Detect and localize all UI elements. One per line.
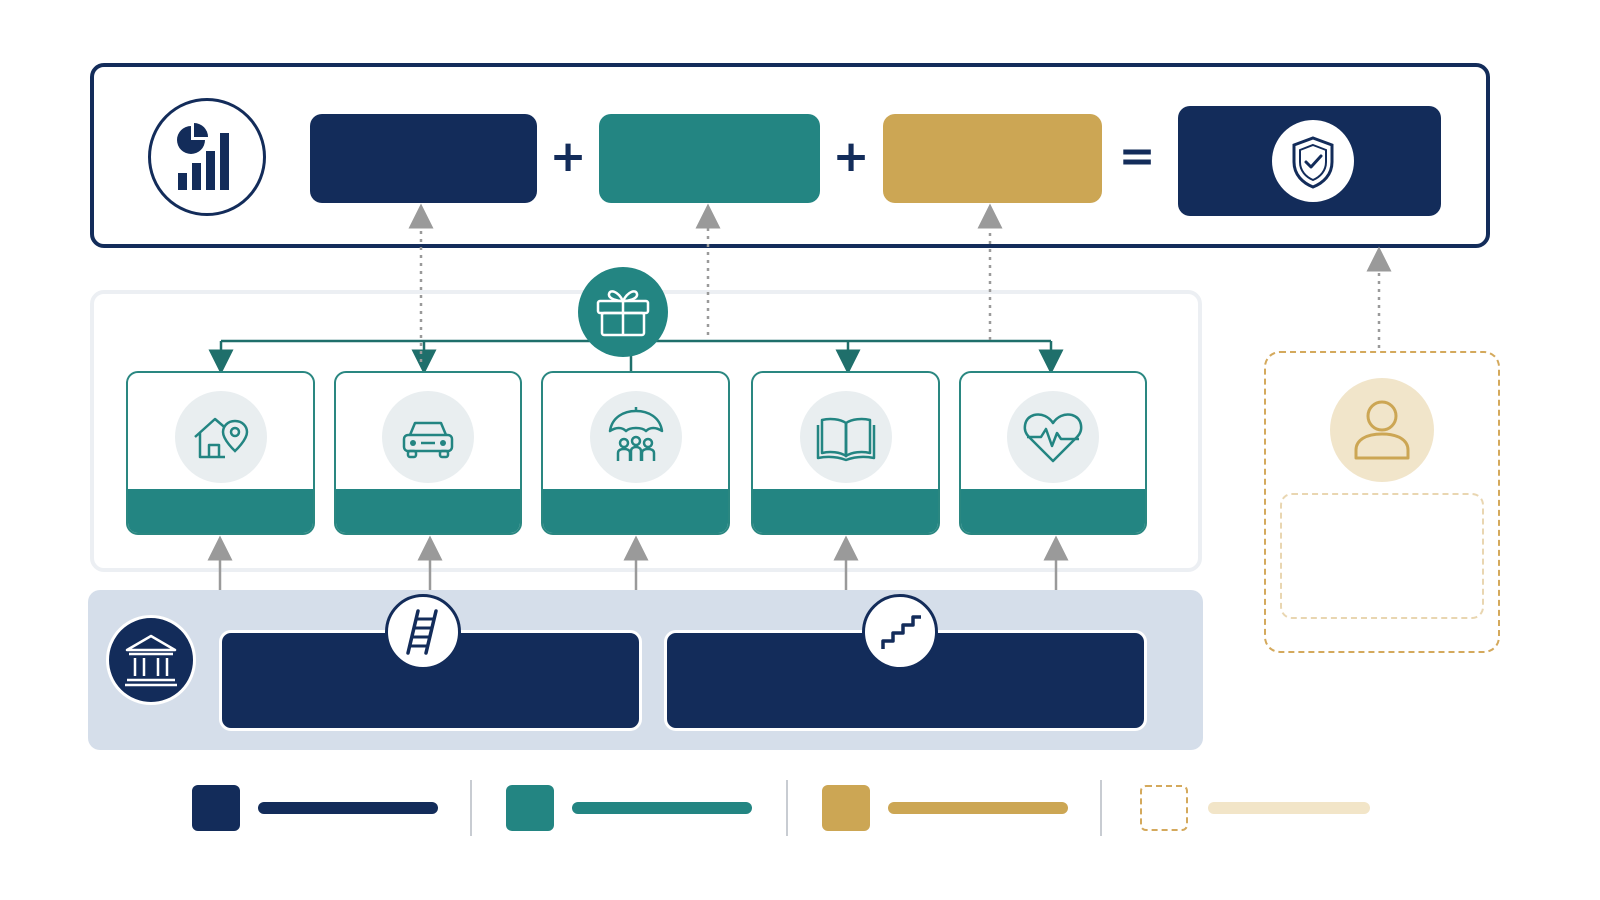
card-icon-bg	[799, 391, 892, 483]
equals-operator: =	[1118, 131, 1156, 182]
bank-icon	[125, 634, 177, 687]
shield-circle	[1272, 120, 1354, 202]
legend-separator	[786, 780, 788, 836]
legend-separator	[470, 780, 472, 836]
personal-box	[1264, 351, 1500, 653]
formula-term-navy	[310, 114, 537, 203]
card-footer	[961, 489, 1145, 533]
bank-circle	[106, 615, 196, 705]
card-icon-bg	[1007, 391, 1099, 483]
card-footer	[753, 489, 938, 533]
legend-line-teal	[572, 802, 752, 814]
formula-term-gold	[883, 114, 1102, 203]
legend-swatch-dashed	[1140, 785, 1188, 831]
benefit-card-family	[541, 371, 730, 535]
legend-line-navy	[258, 802, 438, 814]
house-location-icon	[193, 417, 248, 459]
card-icon-bg	[174, 391, 267, 483]
legend-line-gold	[888, 802, 1068, 814]
card-footer	[128, 489, 313, 533]
benefit-card-home	[126, 371, 315, 535]
car-icon	[402, 421, 454, 459]
person-icon	[1354, 400, 1410, 460]
stairs-icon	[881, 615, 921, 649]
gift-hub	[578, 267, 668, 357]
chart-badge	[148, 98, 266, 216]
plus-operator-2: +	[832, 131, 870, 182]
family-umbrella-icon	[608, 407, 663, 461]
personal-detail-box	[1280, 493, 1484, 619]
legend-swatch-teal	[506, 785, 554, 831]
stairs-circle	[862, 594, 938, 670]
plus-operator-1: +	[549, 131, 587, 182]
card-icon-bg	[589, 391, 682, 483]
benefit-card-education	[751, 371, 940, 535]
legend-separator	[1100, 780, 1102, 836]
distribution-drops	[208, 341, 1064, 375]
dotted-arrows-to-formula	[408, 203, 1392, 362]
benefit-card-car	[334, 371, 522, 535]
card-footer	[336, 489, 520, 533]
legend-swatch-gold	[822, 785, 870, 831]
ladder-circle	[385, 594, 461, 670]
formula-term-teal	[599, 114, 820, 203]
card-footer	[543, 489, 728, 533]
legend-swatch-navy	[192, 785, 240, 831]
card-icon-bg	[382, 391, 474, 483]
shield-check-icon	[1292, 136, 1334, 189]
benefit-card-health	[959, 371, 1147, 535]
ladder-icon	[406, 609, 438, 655]
gift-icon	[596, 290, 650, 337]
bar-pie-chart-icon	[177, 123, 229, 190]
legend-line-dashed	[1208, 802, 1370, 814]
foundation-up-arrows	[207, 535, 1069, 590]
heart-pulse-icon	[1023, 413, 1083, 463]
person-circle	[1330, 378, 1434, 482]
open-book-icon	[816, 417, 875, 462]
